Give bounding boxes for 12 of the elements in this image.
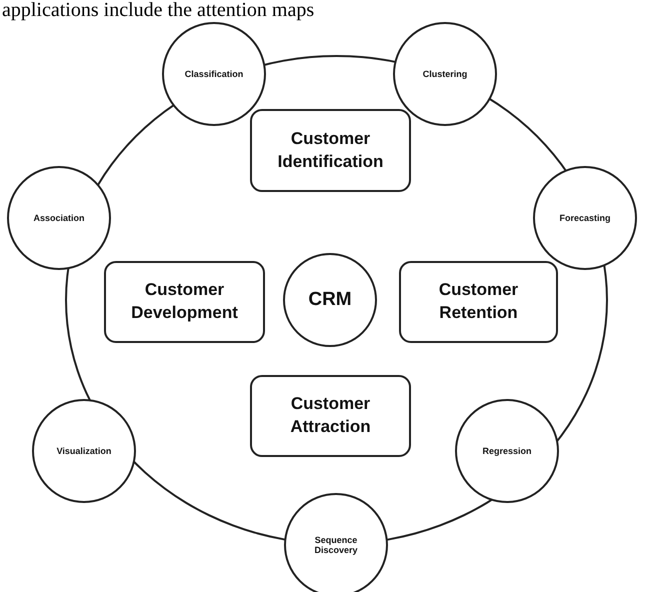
center-circle: CRM: [283, 253, 377, 347]
technique-circle: Visualization: [32, 399, 136, 503]
technique-circle: Classification: [162, 22, 266, 126]
rounded-box: Customer Attraction: [250, 375, 411, 457]
body-text: applications include the attention maps: [2, 0, 314, 21]
rounded-box: Customer Identification: [250, 109, 411, 192]
technique-circle: Clustering: [393, 22, 497, 126]
technique-circle: Association: [7, 166, 111, 270]
technique-circle: Forecasting: [533, 166, 637, 270]
technique-circle: Sequence Discovery: [284, 493, 388, 592]
rounded-box: Customer Retention: [399, 261, 558, 343]
rounded-box: Customer Development: [104, 261, 265, 343]
